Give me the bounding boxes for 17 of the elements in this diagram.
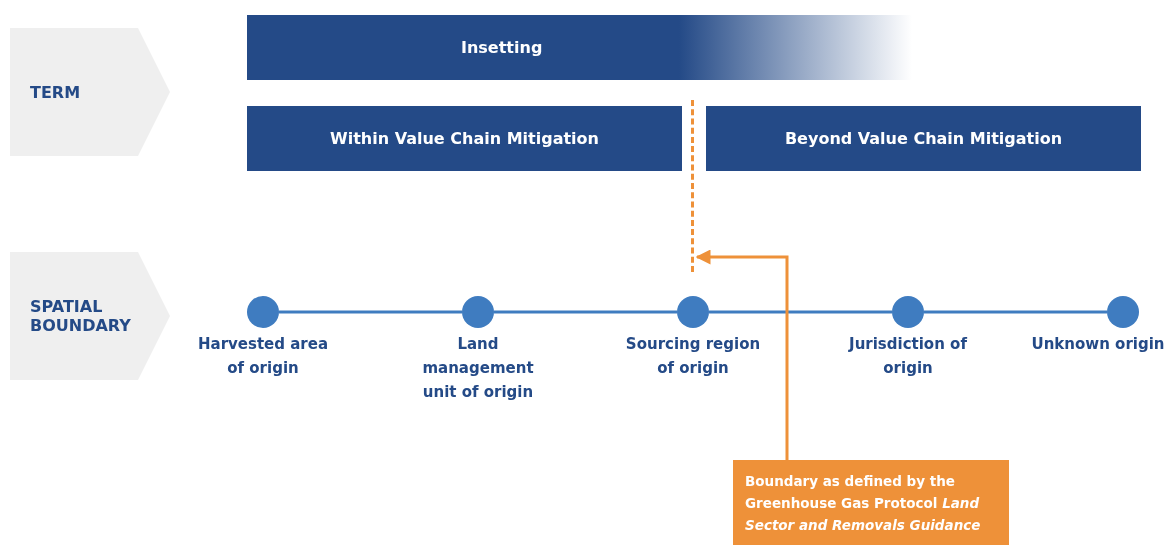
callout-box: Boundary as defined by the Greenhouse Gas Protocol Land Sector and Removals Guidance xyxy=(733,460,1009,545)
point-label: Harvested area of origin xyxy=(196,334,330,379)
point-label: Land management unit of origin xyxy=(421,334,535,403)
connector-line xyxy=(709,310,892,314)
connector-line xyxy=(494,310,677,314)
row-heading: SPATIAL BOUNDARY xyxy=(30,297,132,335)
connector-line xyxy=(279,310,462,314)
term-bar: Beyond Value Chain Mitigation xyxy=(706,106,1141,171)
term-bar: Within Value Chain Mitigation xyxy=(247,106,682,171)
point-label: Sourcing region of origin xyxy=(625,334,761,379)
point-label: Jurisdiction of origin xyxy=(847,334,969,379)
row-heading: TERM xyxy=(30,82,82,102)
point-label: Unknown origin xyxy=(1030,334,1166,355)
leader-arrow xyxy=(695,249,789,460)
boundary-line xyxy=(691,100,694,272)
connector-line xyxy=(924,310,1107,314)
term-band: Insetting xyxy=(247,15,912,80)
